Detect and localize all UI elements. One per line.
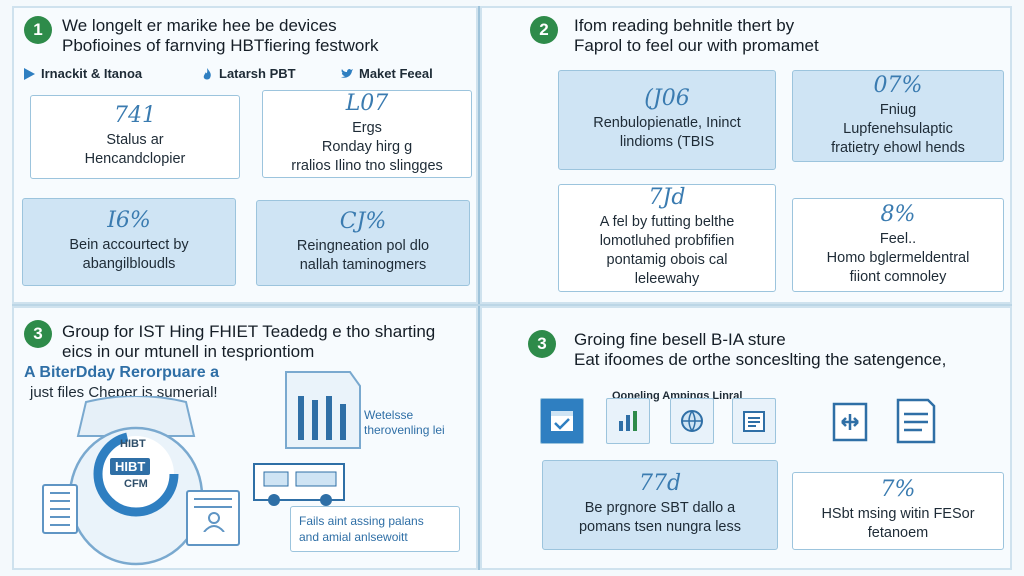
stat-text-line: A fel by futting belthe [599, 214, 735, 230]
section-4-heading: Groing fine besell B-IA sture Eat ifoome… [574, 330, 946, 370]
device-subtitle: CFM [124, 478, 148, 490]
section-3-heading-line1: Group for IST Hing FHIET Teadedg e tho s… [62, 322, 436, 341]
stat-text-line: Reingneation pol dlo [296, 238, 430, 254]
stat-card: 741 Stalus ar Hencandclopier [30, 95, 240, 179]
globe-glyph [681, 410, 703, 432]
stat-card: 7% HSbt msing witin FESor fetanoem [792, 472, 1004, 550]
stat-text-line: Stalus ar [106, 132, 164, 148]
warehouse-label-line1: Wetelsse [364, 408, 414, 422]
stat-value: 7Jd [648, 185, 686, 210]
stat-text-line: pontamig obois cal [606, 252, 728, 268]
stat-card: (J06 Renbulopienatle, Ininct lindioms (T… [558, 70, 776, 170]
vertical-divider [478, 6, 480, 570]
stat-text-line: rralios Ilino tno slingges [291, 157, 443, 174]
stat-text-line: fratietry ehowl hends [831, 139, 965, 156]
stat-card: 07% Fniug Lupfenehsulaptic fratietry eho… [792, 70, 1004, 162]
stat-text-line: Ronday hirg g [321, 138, 413, 155]
stat-text-line: Lupfenehsulaptic [843, 120, 953, 137]
stat-text-line: abangilbloudls [82, 256, 176, 272]
stat-value: 07% [873, 72, 923, 98]
social-link-1-label: Irnackit & Itanoa [41, 66, 143, 81]
stat-text-line: leleewahy [634, 271, 700, 287]
stat-text-line: Hencandclopier [84, 151, 186, 167]
stat-text-line: Homo bglermeldentral [826, 249, 970, 266]
section-4-number-badge: 3 [528, 330, 556, 358]
stat-value: 77d [638, 471, 682, 496]
chart-icon[interactable] [606, 398, 650, 444]
flame-icon [203, 67, 211, 79]
section-2-number-badge: 2 [530, 16, 558, 44]
note-line2: and amial anlsewoitt [299, 530, 408, 544]
section-1-heading-line1: We longelt er marike hee be devices [62, 16, 337, 35]
document-icon [42, 484, 78, 534]
contact-card-icon [186, 490, 240, 546]
stat-value: 741 [114, 103, 156, 128]
note-line1: Fails aint assing palans [299, 514, 424, 528]
warehouse-building-illustration [253, 371, 361, 506]
stat-text-line: Ergs [352, 119, 382, 136]
stat-value: I6% [107, 208, 151, 233]
document-icon [896, 398, 936, 444]
social-link-3[interactable]: Maket Feeal [340, 66, 433, 81]
tag-icon [832, 402, 868, 442]
stat-text-line: Be prgnore SBT dallo a [584, 500, 736, 516]
stat-value: CJ% [339, 209, 387, 234]
chart-glyph [619, 411, 637, 431]
stat-text-line: lindioms (TBIS [619, 134, 715, 150]
social-link-3-label: Maket Feeal [359, 66, 433, 81]
globe-icon[interactable] [670, 398, 714, 444]
calendar-icon[interactable] [540, 398, 584, 444]
social-link-1[interactable]: Irnackit & Itanoa [22, 66, 142, 81]
stat-text-line: lomotluhed probfifien [599, 233, 735, 249]
play-icon [24, 67, 35, 80]
stat-text-line: fetanoem [867, 525, 929, 541]
social-link-2[interactable]: Latarsh PBT [200, 66, 296, 81]
warehouse-label-line2: therovenling lei [364, 423, 445, 437]
device-badge: HIBT [110, 458, 151, 475]
horizontal-divider [12, 304, 1012, 306]
stat-card: 7Jd A fel by futting belthe lomotluhed p… [558, 184, 776, 292]
stat-value: L07 [345, 90, 389, 116]
person-icon [203, 512, 225, 533]
calendar-glyph [551, 411, 573, 431]
section-3-heading-line2: eics in our mtunell in tespriontiom [62, 342, 315, 361]
stat-text-line: Renbulopienatle, Ininct [593, 115, 741, 131]
twitter-bird-icon [341, 68, 353, 78]
device-title: HIBT [120, 438, 146, 450]
stat-card: 8% Feel.. Homo bglermeldentral fiiont co… [792, 198, 1004, 292]
stat-value: 8% [880, 201, 916, 227]
section-1-heading: We longelt er marike hee be devices Pbof… [62, 16, 379, 56]
clipboard-glyph [743, 411, 765, 432]
section-3-number-badge: 3 [24, 320, 52, 348]
section-3-highlight: A BiterDday Rerorpuare a [24, 364, 220, 381]
clipboard-icon[interactable] [732, 398, 776, 444]
stat-text-line: HSbt msing witin FESor [821, 506, 975, 522]
section-2-heading: Ifom reading behnitle thert by Faprol to… [574, 16, 819, 56]
stat-value: (J06 [644, 86, 690, 111]
stat-value: 7% [880, 477, 916, 502]
stat-text-line: nallah taminogmers [299, 257, 427, 273]
note-card: Fails aint assing palans and amial anlse… [290, 506, 460, 552]
section-1-heading-line2: Pbofioines of farnving HBTfiering festwo… [62, 36, 379, 55]
stat-text-line: pomans tsen nungra less [578, 519, 741, 535]
section-3-subtitle: just files Cheper is sumerial! [30, 384, 218, 401]
section-2-heading-line1: Ifom reading behnitle thert by [574, 16, 795, 35]
social-link-2-label: Latarsh PBT [219, 66, 296, 81]
section-1-number-badge: 1 [24, 16, 52, 44]
stat-text-line: Feel.. [879, 230, 917, 247]
warehouse-label: Wetelsse therovenling lei [364, 408, 445, 438]
stat-card: L07 Ergs Ronday hirg g rralios Ilino tno… [262, 90, 472, 178]
section-2-heading-line2: Faprol to feel our with promamet [574, 36, 819, 55]
stat-card: I6% Bein accourtect by abangilbloudls [22, 198, 236, 286]
stat-text-line: Bein accourtect by [69, 237, 189, 253]
stat-text-line: Fniug [879, 101, 917, 118]
stat-card: 77d Be prgnore SBT dallo a pomans tsen n… [542, 460, 778, 550]
section-4-heading-line2: Eat ifoomes de orthe sonceslting the sat… [574, 350, 947, 369]
section-4-heading-line1: Groing fine besell B-IA sture [574, 330, 786, 349]
section-3-heading: Group for IST Hing FHIET Teadedg e tho s… [62, 322, 435, 362]
stat-text-line: fiiont comnoley [849, 268, 947, 285]
stat-card: CJ% Reingneation pol dlo nallah taminogm… [256, 200, 470, 286]
